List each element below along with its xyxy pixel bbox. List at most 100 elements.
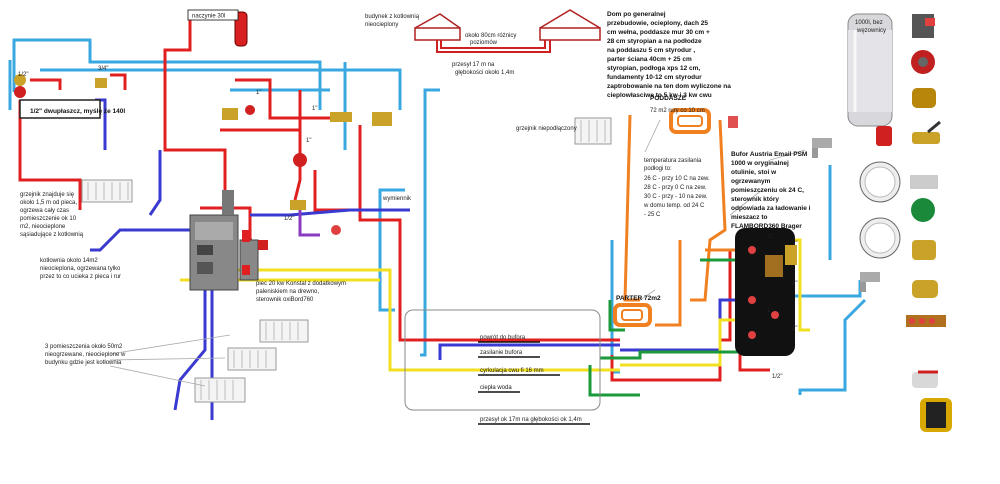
boiler-furnace — [189, 190, 259, 291]
building-outline-boiler-room — [414, 13, 461, 41]
brass-fitting-icon — [912, 280, 938, 298]
svg-text:pomieszczenie ok 10: pomieszczenie ok 10 — [20, 216, 77, 222]
lightblue-pipes — [8, 38, 867, 395]
furnace-description: piec 20 kw Konstal z dodatkowym palenisk… — [256, 281, 346, 303]
level-diff-label-1: około 80cm różnicy — [465, 33, 516, 39]
radiator-unheated-1 — [259, 319, 309, 343]
radiator-near-boiler — [81, 179, 133, 203]
red-ball-valve-icon — [912, 372, 938, 388]
svg-text:1": 1" — [792, 241, 797, 247]
svg-text:piec 20 kw Konstal z dodatkowy: piec 20 kw Konstal z dodatkowym — [256, 281, 346, 287]
svg-text:cm wełna, poddasze mur 30 cm +: cm wełna, poddasze mur 30 cm + — [607, 29, 710, 36]
building-outline-house — [539, 9, 601, 41]
svg-text:mieszacz to: mieszacz to — [731, 214, 768, 221]
dwuplaszcz-water-heater — [19, 99, 101, 119]
return-to-buffer-label: powrót do bufora — [480, 335, 526, 341]
building-boiler-label-2: nieocieplony — [365, 22, 398, 28]
house-description: Dom po generalnej przebudowie, ocieplony… — [607, 11, 731, 99]
svg-text:28 C - przy 0 C na zew.: 28 C - przy 0 C na zew. — [644, 185, 707, 191]
svg-text:1000 w oryginalnej: 1000 w oryginalnej — [731, 160, 789, 167]
radiator-unheated-2 — [227, 347, 277, 371]
svg-text:1": 1" — [306, 138, 311, 144]
pipe-between-buildings — [436, 40, 551, 53]
svg-text:1": 1" — [767, 308, 772, 314]
svg-text:28 cm styropian a na podłodze: 28 cm styropian a na podłodze — [607, 38, 702, 45]
transmission-label-2: głębokości około 1,4m — [455, 70, 514, 76]
floor-heating-ground-coil — [613, 303, 652, 327]
green-pipes — [588, 258, 760, 397]
transmission-bottom-label: przesył ok 17m na głębokości ok 1,4m — [480, 417, 582, 423]
svg-text:1": 1" — [792, 281, 797, 287]
floor-temp-description: temperatura zasilania podłogi to: 26 C -… — [643, 158, 710, 218]
disconnected-radiator-label: grzejnik niepodłączony — [516, 126, 577, 132]
svg-text:m2, nieocieplone: m2, nieocieplone — [20, 224, 66, 230]
svg-text:na poddaszu 5 cm styrodur ,: na poddaszu 5 cm styrodur , — [607, 47, 695, 54]
buffer-1000l-image — [847, 13, 893, 127]
building-boiler-label-1: budynek z kotłownią — [365, 14, 420, 20]
svg-text:3 pomieszczenia około 50m2: 3 pomieszczenia około 50m2 — [45, 344, 123, 350]
svg-text:przez to co ucieka z pieca i r: przez to co ucieka z pieca i rur — [40, 274, 121, 280]
svg-text:fundamenty 10-12 cm styrodur: fundamenty 10-12 cm styrodur — [607, 74, 702, 81]
svg-text:temperatura zasilania: temperatura zasilania — [644, 158, 702, 164]
svg-text:nieocieplona, ogrzewana tylko: nieocieplona, ogrzewana tylko — [40, 266, 121, 272]
component-icons-column — [859, 14, 952, 432]
svg-text:ogrzewanym: ogrzewanym — [731, 178, 771, 185]
union-fitting-icon — [910, 175, 938, 189]
strainer-filter-icon — [912, 88, 936, 108]
svg-text:1": 1" — [312, 106, 317, 112]
fitting-size-labels: 1/2" 3/4" 1" 1" 1" 1/2" 1" 1" 1" 1" 1" 1… — [18, 66, 797, 380]
svg-text:parter ściana 40cm + 25 cm: parter ściana 40cm + 25 cm — [607, 56, 692, 63]
orange-pipes — [623, 114, 740, 327]
svg-text:zaptrobowanie na ten dom wylic: zaptrobowanie na ten dom wyliczone na — [607, 83, 731, 90]
fittings-near-boiler — [14, 74, 797, 277]
svg-text:1/2": 1/2" — [772, 374, 782, 380]
svg-text:1": 1" — [768, 234, 773, 240]
svg-text:26 C - przy 10 C na zew.: 26 C - przy 10 C na zew. — [644, 176, 710, 182]
buffer-austria-description: Bufor Austria Email PSM 1000 w oryginaln… — [731, 151, 811, 230]
svg-text:ogrzewa cały czas: ogrzewa cały czas — [20, 208, 69, 214]
svg-text:Dom po generalnej: Dom po generalnej — [607, 11, 666, 18]
faucet-icon-1 — [812, 138, 832, 158]
radiator-disconnected — [574, 117, 612, 145]
faucet-icon-2 — [860, 272, 880, 292]
svg-text:nieogrzewane, nieocieplone w: nieogrzewane, nieocieplone w — [45, 352, 126, 358]
ground-floor-label: PARTER 72m2 — [616, 295, 661, 302]
svg-text:w domu temp. od 24 C: w domu temp. od 24 C — [643, 203, 705, 209]
safety-valve-icon — [876, 126, 892, 146]
hot-water-label: ciepła woda — [480, 385, 512, 391]
svg-text:3/4": 3/4" — [98, 66, 108, 72]
circulation-pump-icon — [911, 198, 935, 222]
svg-text:sterownik który: sterownik który — [731, 196, 779, 203]
dhw-circulation-label: cyrkulacja cwu fi 16 mm — [480, 368, 544, 374]
level-diff-label-2: poziomów — [470, 40, 498, 46]
legend-lines — [478, 341, 590, 425]
svg-text:FLAMBORD360 Brager: FLAMBORD360 Brager — [731, 223, 802, 230]
buffer-1000l-label-2: węzownicy — [856, 28, 886, 34]
svg-text:30 C - przy - 10 na zew.: 30 C - przy - 10 na zew. — [644, 194, 708, 200]
radiator-near-boiler-description: grzejnik znajduje się około 1,5 m od pie… — [20, 192, 84, 238]
manifold-icon — [906, 315, 946, 327]
double-jacket-label: 1/2" dwupłaszcz, myślę że 140l — [30, 108, 125, 115]
svg-text:styropian, podłoga xps 12 cm,: styropian, podłoga xps 12 cm, — [607, 65, 700, 72]
svg-text:1": 1" — [792, 326, 797, 332]
svg-text:Bufor Austria Email PSM: Bufor Austria Email PSM — [731, 151, 807, 158]
svg-text:1/2": 1/2" — [18, 72, 28, 78]
svg-text:pomieszczeniu ok 24 C,: pomieszczeniu ok 24 C, — [731, 187, 804, 194]
pipe-between-buildings-2 — [440, 40, 546, 49]
leader-lines — [109, 119, 806, 387]
svg-text:cieplowłasciwe to 5 kw i 3 kw: cieplowłasciwe to 5 kw i 3 kw cwu — [607, 92, 712, 99]
boiler-room-description: kotłownia około 14m2 nieocieplona, ogrze… — [40, 258, 121, 280]
svg-text:sterownik oxiBord760: sterownik oxiBord760 — [256, 297, 314, 303]
attic-label: PODDASZE — [650, 95, 687, 102]
svg-text:paleniskiem na drewno,: paleniskiem na drewno, — [256, 289, 319, 295]
svg-text:budynku gdzie jest kotłownia: budynku gdzie jest kotłownia — [45, 360, 122, 366]
attic-pipes-label: 72 m2 rury co 10 cm — [650, 108, 705, 114]
blue-pipes — [90, 98, 740, 420]
check-valve-icon — [912, 240, 936, 260]
expansion-tank — [234, 11, 248, 47]
svg-text:1": 1" — [256, 90, 261, 96]
svg-text:grzejnik znajduje się: grzejnik znajduje się — [20, 192, 75, 198]
floor-heating-attic-coil — [669, 108, 738, 134]
